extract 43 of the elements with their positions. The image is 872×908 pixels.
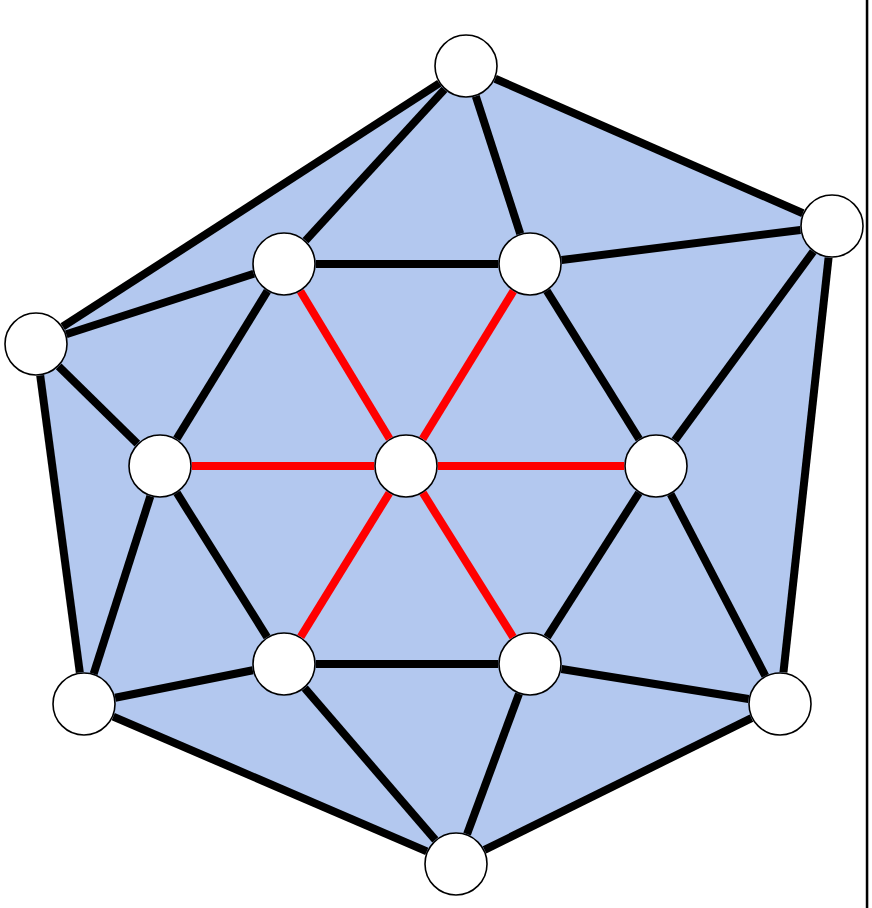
graph-edge (315, 660, 499, 668)
graph-edge (36, 375, 84, 674)
vertex-circle (498, 632, 562, 696)
vertex-circle (4, 312, 68, 376)
vertex-circle (424, 832, 488, 896)
graph-edge (173, 289, 271, 441)
graph-edge (60, 79, 442, 331)
graph-edge (560, 665, 750, 703)
graph-edge (543, 490, 643, 640)
graph-edge (297, 289, 393, 441)
graph-edge (297, 491, 393, 640)
graph-edge (65, 269, 255, 339)
vertex-circle (252, 632, 316, 696)
graph-edge (437, 462, 625, 470)
graph-edge (302, 86, 448, 244)
graph-edge (89, 495, 155, 675)
graph-edge (463, 692, 523, 836)
graph-edge (419, 490, 517, 640)
graph-edge (472, 95, 525, 235)
graph-edge (667, 492, 769, 678)
vertex-circle (434, 34, 498, 98)
graph-edge (301, 685, 439, 843)
graph-edge (55, 363, 141, 447)
vertex-circle (498, 232, 562, 296)
vertex-circle (128, 434, 192, 498)
vertex-circle (624, 434, 688, 498)
graph-edge (493, 75, 805, 217)
graph-edge (191, 462, 375, 470)
vertex-circle (52, 672, 116, 736)
vertex-circle (800, 194, 864, 258)
graph-edge (419, 289, 517, 441)
graph-edge (173, 490, 271, 640)
vertex-circle (748, 672, 812, 736)
graph-edge (779, 257, 833, 673)
graph-edge (671, 249, 817, 443)
graph-edge (561, 226, 801, 264)
graph-edge (114, 666, 254, 702)
graph-edge (482, 714, 754, 854)
graph-edge (315, 260, 499, 268)
graph-edge (111, 712, 429, 856)
vertex-circle (252, 232, 316, 296)
vertex-circle (374, 434, 438, 498)
graph-edge (543, 288, 643, 442)
